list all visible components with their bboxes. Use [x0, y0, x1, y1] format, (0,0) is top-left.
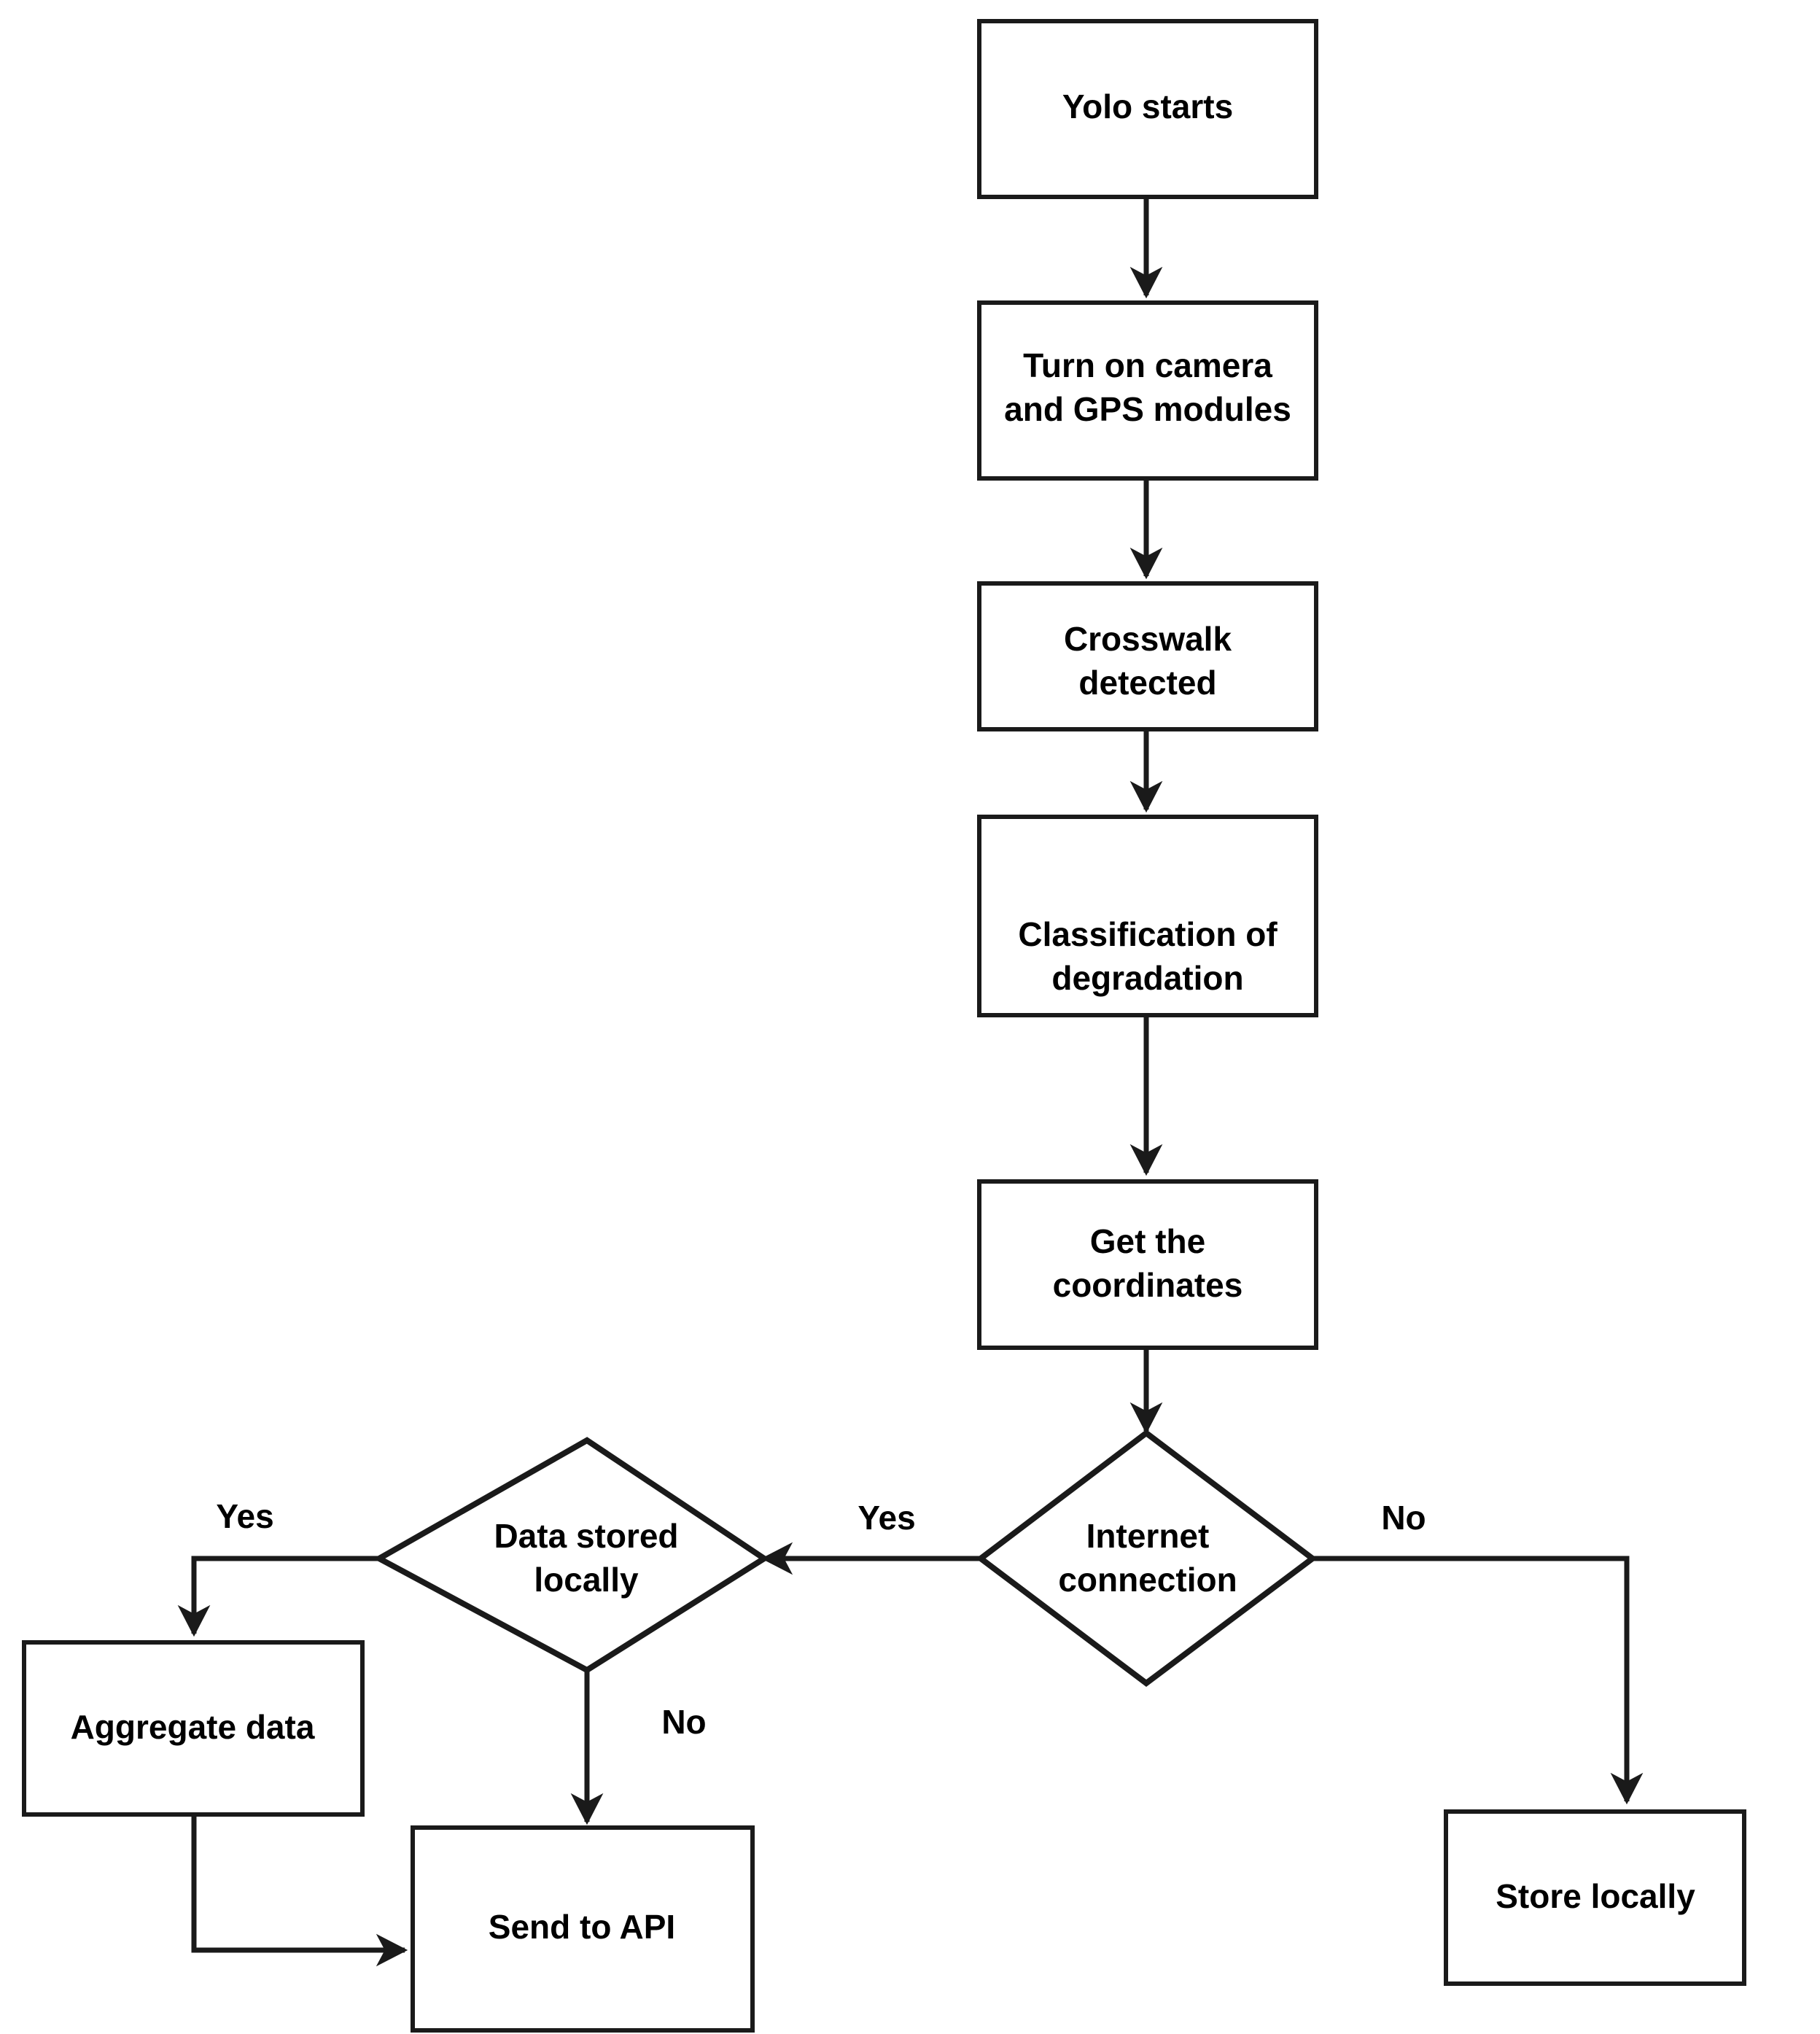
- label-crosswalk-detected-line2: detected: [1078, 664, 1216, 702]
- label-yolo-starts: Yolo starts: [1062, 88, 1233, 125]
- edge-aggregate-to-sendapi: [191, 1814, 408, 1967]
- node-crosswalk-detected[interactable]: [977, 581, 1318, 731]
- edge-label-internet-no: No: [1381, 1499, 1426, 1537]
- node-send-to-api[interactable]: [411, 1825, 755, 2033]
- node-yolo-starts[interactable]: [977, 19, 1318, 199]
- label-internet-connection-line1: Internet: [1086, 1517, 1210, 1555]
- edge-storedlocally-yes-to-aggregate: [177, 1556, 379, 1637]
- node-label-layer: Yolo starts Turn on camera and GPS modul…: [71, 88, 1696, 1946]
- label-get-the-coordinates-line2: coordinates: [1053, 1266, 1243, 1304]
- label-send-to-api: Send to API: [489, 1908, 675, 1946]
- node-layer: [22, 19, 1746, 2033]
- node-store-locally[interactable]: [1444, 1809, 1746, 1986]
- node-turn-on-camera-gps[interactable]: [977, 300, 1318, 481]
- edge-label-layer: Yes No Yes No: [216, 1497, 1426, 1741]
- edge-label-internet-yes: Yes: [858, 1499, 915, 1537]
- label-classification-line2: degradation: [1051, 959, 1243, 997]
- label-aggregate-data: Aggregate data: [71, 1708, 315, 1746]
- label-turn-on-camera-gps-line2: and GPS modules: [1004, 390, 1291, 428]
- label-data-stored-locally-line2: locally: [534, 1561, 639, 1599]
- connector-layer: [177, 197, 1644, 1967]
- node-classification-of-degradation[interactable]: [977, 815, 1318, 1017]
- node-get-the-coordinates[interactable]: [977, 1179, 1318, 1350]
- label-data-stored-locally-line1: Data stored: [494, 1517, 678, 1555]
- edge-internet-no-to-storelocally: [1312, 1556, 1644, 1805]
- label-turn-on-camera-gps-line1: Turn on camera: [1023, 346, 1272, 384]
- edge-label-stored-locally-yes: Yes: [216, 1497, 273, 1535]
- node-data-stored-locally[interactable]: [373, 1437, 770, 1674]
- node-internet-connection[interactable]: [976, 1429, 1318, 1688]
- label-internet-connection-line2: connection: [1058, 1561, 1237, 1599]
- node-aggregate-data[interactable]: [22, 1640, 365, 1817]
- edge-label-stored-locally-no: No: [661, 1703, 706, 1741]
- label-store-locally: Store locally: [1496, 1877, 1695, 1915]
- label-crosswalk-detected-line1: Crosswalk: [1064, 620, 1232, 658]
- label-classification-line1: Classification of: [1018, 915, 1278, 953]
- label-get-the-coordinates-line1: Get the: [1090, 1222, 1205, 1260]
